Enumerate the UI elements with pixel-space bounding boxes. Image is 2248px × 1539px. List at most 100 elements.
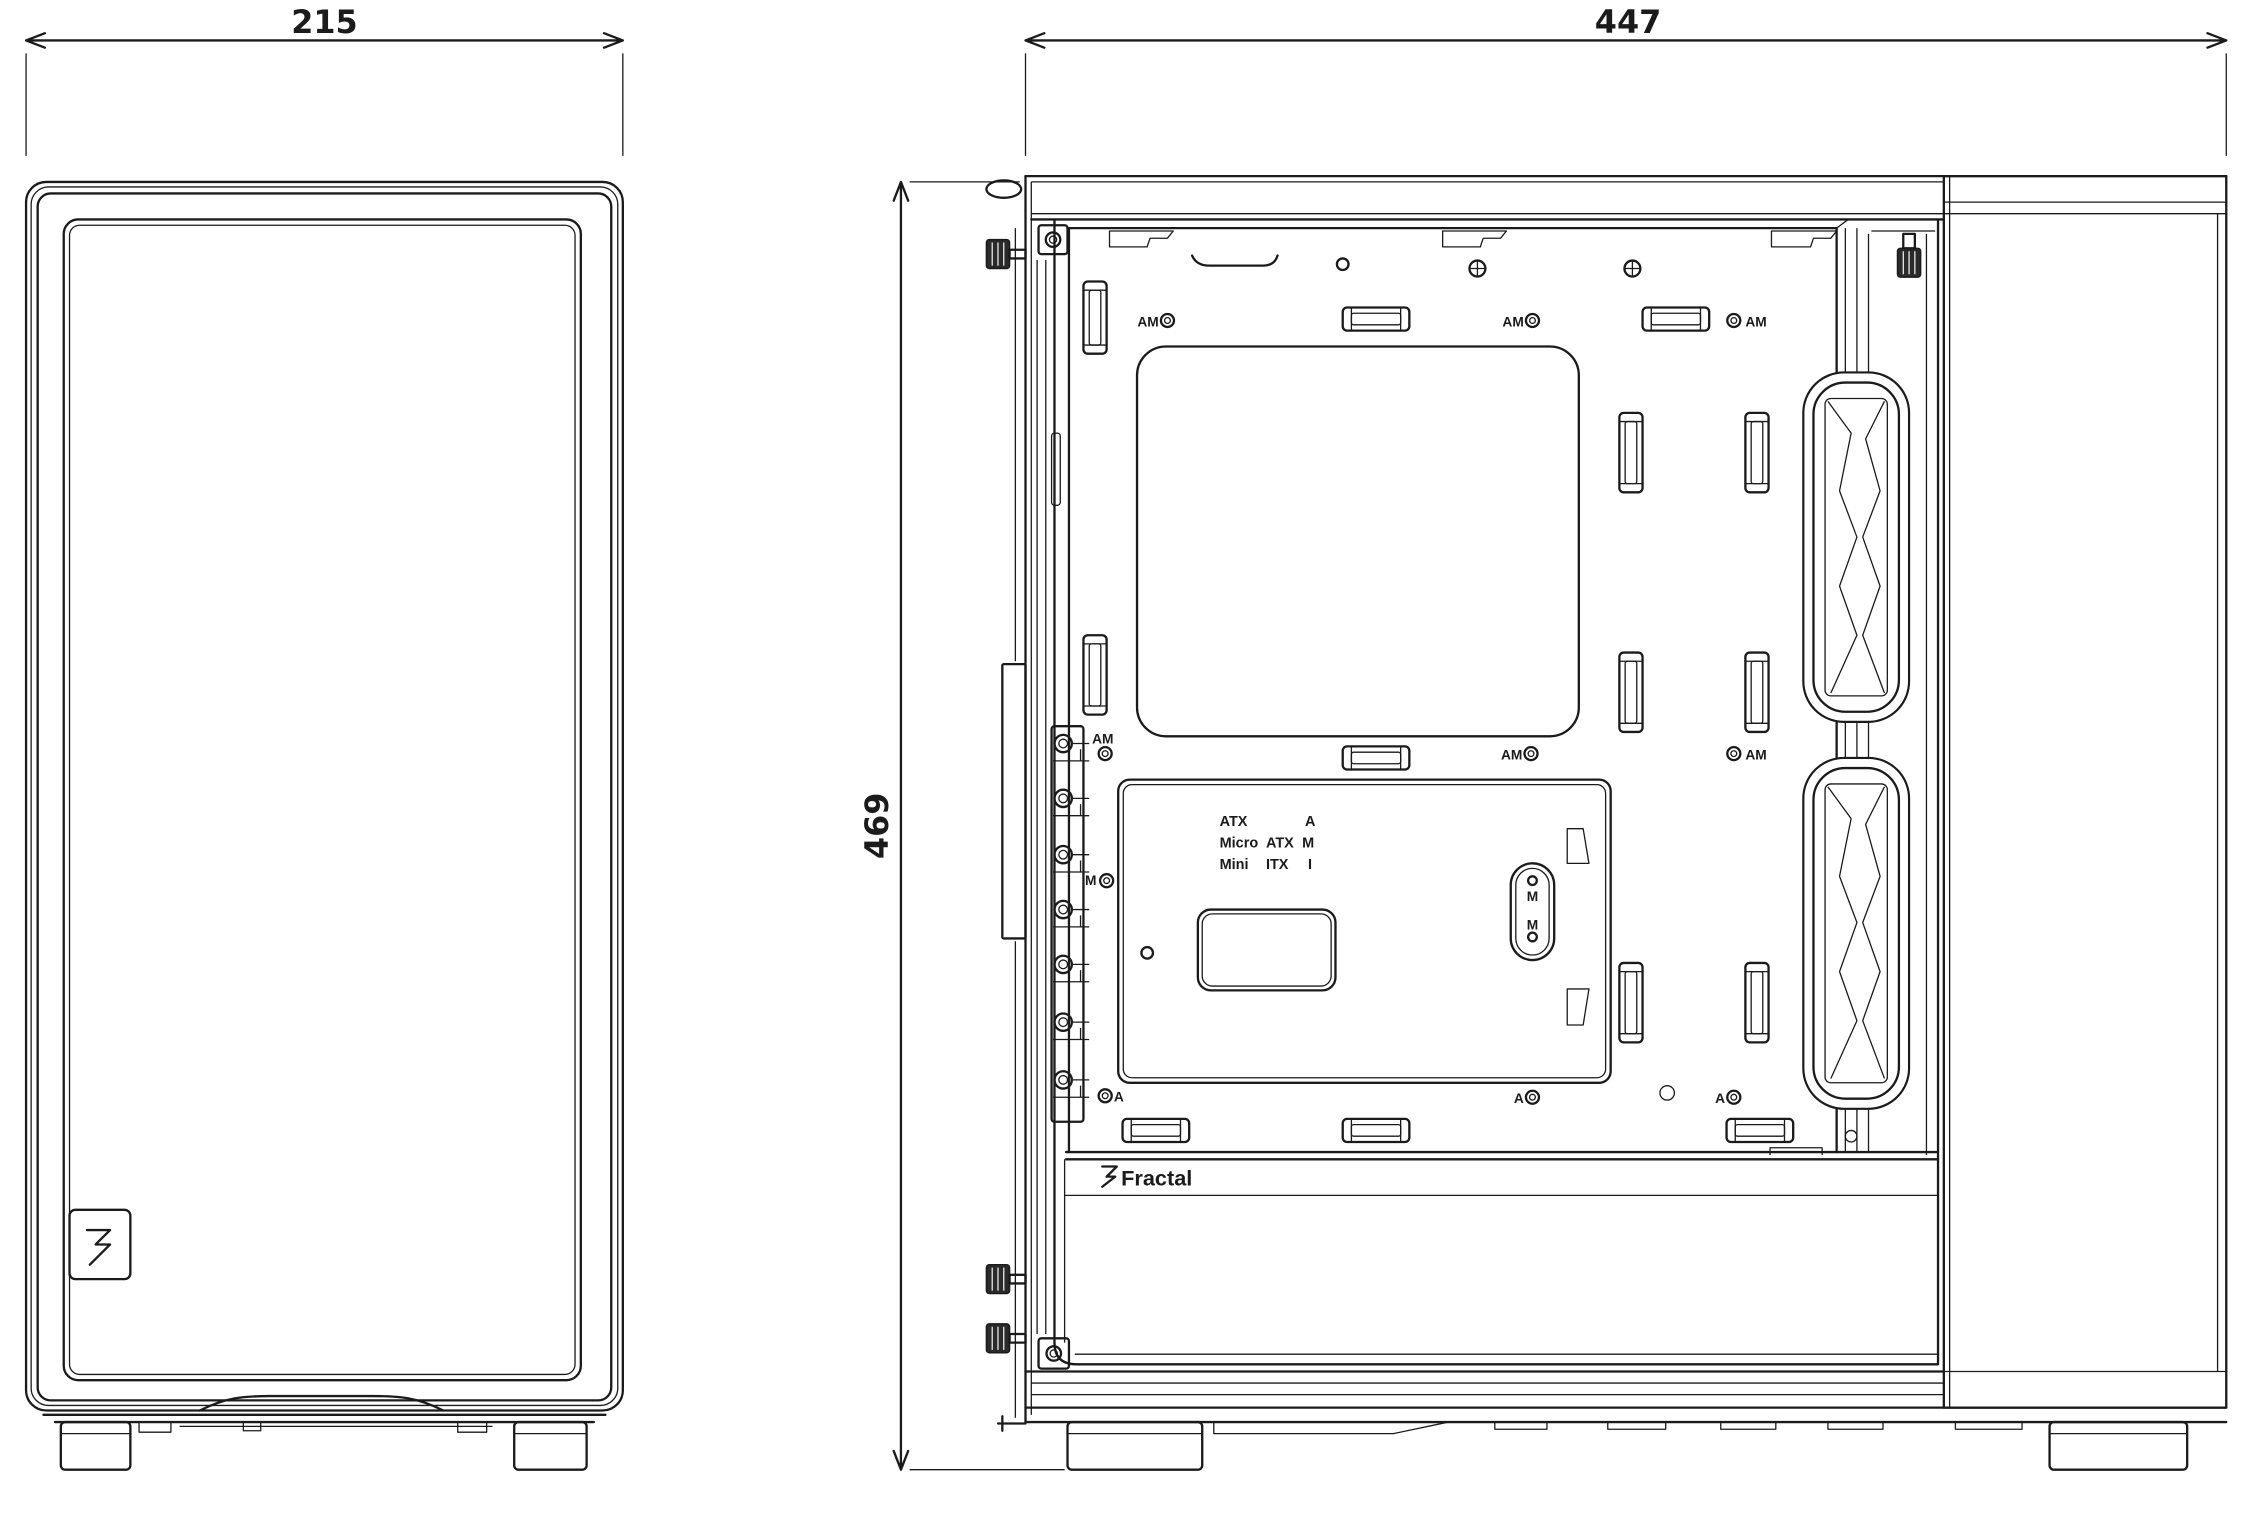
drive-slot-label: M (1527, 889, 1538, 904)
cable-grommet-edges (1745, 420, 1769, 485)
lower-plate-cutout (1196, 908, 1337, 992)
side-dimensions: 447 469 (858, 3, 2228, 1471)
side-height-dimension-line (892, 180, 910, 1471)
fan-blade-edges (1827, 400, 1886, 694)
side-height-value: 469 (858, 793, 896, 859)
front-width-value: 215 (291, 3, 357, 41)
psu-shroud-logo-icon (1101, 1165, 1118, 1188)
drive-mount-hole-lower (1526, 931, 1538, 943)
expansion-slot (1053, 788, 1090, 817)
side-base-rail-inner (1031, 1382, 1944, 1396)
front-width-extension-lines (25, 53, 624, 156)
cable-grommet-outline (1618, 961, 1644, 1044)
standoff-ring (1524, 1089, 1541, 1105)
standoff-label: A (1114, 1090, 1124, 1105)
cable-grommet (1618, 411, 1644, 494)
bottom-corner-screw-plate (1037, 1337, 1071, 1370)
cable-slot-edges (1350, 307, 1402, 331)
cable-grommet-edges (1745, 660, 1769, 724)
standoff (1726, 312, 1742, 329)
front-panel-inner-edge (68, 224, 576, 1376)
form-factor-code: I (1308, 857, 1312, 873)
lower-plate-tabs (1566, 828, 1590, 1026)
cable-grommet (1082, 634, 1108, 716)
front-fan-mount-lower (1802, 756, 1911, 1110)
front-bottom-lip (198, 1394, 445, 1412)
cable-grommet (1744, 961, 1770, 1044)
side-window-frame (1053, 219, 1940, 1366)
side-rear-inner-edges (1030, 181, 1047, 1415)
form-factor-name: ATX (1220, 814, 1248, 830)
cable-slot-edges (1734, 1118, 1786, 1142)
standoff-center (1101, 1092, 1109, 1100)
lower-mount-plate (1117, 778, 1612, 1084)
cable-slot (1341, 745, 1411, 771)
thumbscrew-shaft (1008, 1332, 1027, 1344)
cable-grommet-outline (1618, 651, 1644, 734)
standoff-labels: AM AM AM AM AM AM M A A A (1085, 314, 1767, 1106)
fan-frame-outer (1802, 756, 1911, 1110)
lower-plate-hole (1140, 945, 1155, 960)
standoff (1098, 873, 1115, 889)
front-view: 215 (24, 3, 624, 1471)
cable-grommet (1744, 651, 1770, 734)
motherboard-tray: Fractal (1050, 218, 1940, 1355)
expansion-slot-bracket (1053, 797, 1090, 817)
top-tray-screw-left-cross (1469, 260, 1486, 277)
standoff-ring (1726, 1089, 1742, 1105)
top-tray-hole (1335, 257, 1350, 272)
side-height-extension-lines (909, 181, 1065, 1471)
standoff-label: A (1514, 1091, 1524, 1106)
standoff (1159, 312, 1176, 329)
cable-grommet-edges (1083, 643, 1107, 707)
lower-mount-plate-inner (1122, 784, 1607, 1079)
side-depth-extension-lines (1024, 53, 2227, 156)
drive-mount-slot (1509, 862, 1556, 962)
standoff-label: AM (1745, 747, 1766, 762)
standoff (1523, 745, 1539, 762)
thumbscrew (985, 1263, 1027, 1295)
standoff-ring (1726, 312, 1742, 329)
fan-frame-outer (1802, 371, 1911, 723)
cable-grommet (1082, 280, 1108, 355)
rear-io-slot (1050, 432, 1061, 506)
side-depth-dimension-line (1024, 32, 2228, 49)
cable-grommet-edges (1083, 289, 1107, 346)
front-base-plate (42, 1413, 607, 1424)
standoff-center (1730, 750, 1738, 758)
side-front-foot (2048, 1420, 2189, 1471)
tray-corner-hole (1844, 1129, 1858, 1143)
standoff-label: A (1715, 1091, 1725, 1106)
cable-slot-outline (1725, 1117, 1795, 1144)
cable-slot-outline (1341, 1117, 1411, 1144)
top-corner-screw (1044, 231, 1062, 249)
cable-slot-edges (1130, 1118, 1182, 1142)
expansion-slot (1053, 1012, 1090, 1041)
thumbscrew (985, 238, 1027, 270)
cable-slot-edges (1350, 746, 1402, 770)
front-case-inner-edge (36, 192, 613, 1402)
psu-shroud-lines (1063, 1159, 1939, 1355)
side-panel-hinge-loop (985, 179, 1023, 199)
standoff (1726, 745, 1742, 762)
front-width-dimension-line (24, 32, 624, 49)
drive-slot-labels: M M (1527, 889, 1538, 933)
front-case-bezel (30, 186, 619, 1407)
expansion-slot (1053, 899, 1090, 928)
side-rear-foot (1066, 1420, 1204, 1471)
side-underside-details (1213, 1421, 2023, 1435)
standoff-center (1730, 316, 1738, 325)
front-left-foot (59, 1420, 132, 1471)
form-factor-table: ATX A Micro ATX M Mini ITX I (1220, 814, 1316, 873)
standoff-ring (1098, 873, 1115, 889)
cable-slot-outline (1341, 745, 1411, 771)
cable-slot (1641, 306, 1711, 332)
side-depth-value: 447 (1595, 3, 1661, 41)
standoff (1097, 745, 1113, 762)
expansion-slot (1053, 844, 1090, 873)
front-underside-details (138, 1422, 493, 1433)
expansion-slot-screw-head (1058, 1074, 1069, 1085)
cable-grommet (1744, 411, 1770, 494)
side-hardware-repeated (985, 232, 1922, 1354)
